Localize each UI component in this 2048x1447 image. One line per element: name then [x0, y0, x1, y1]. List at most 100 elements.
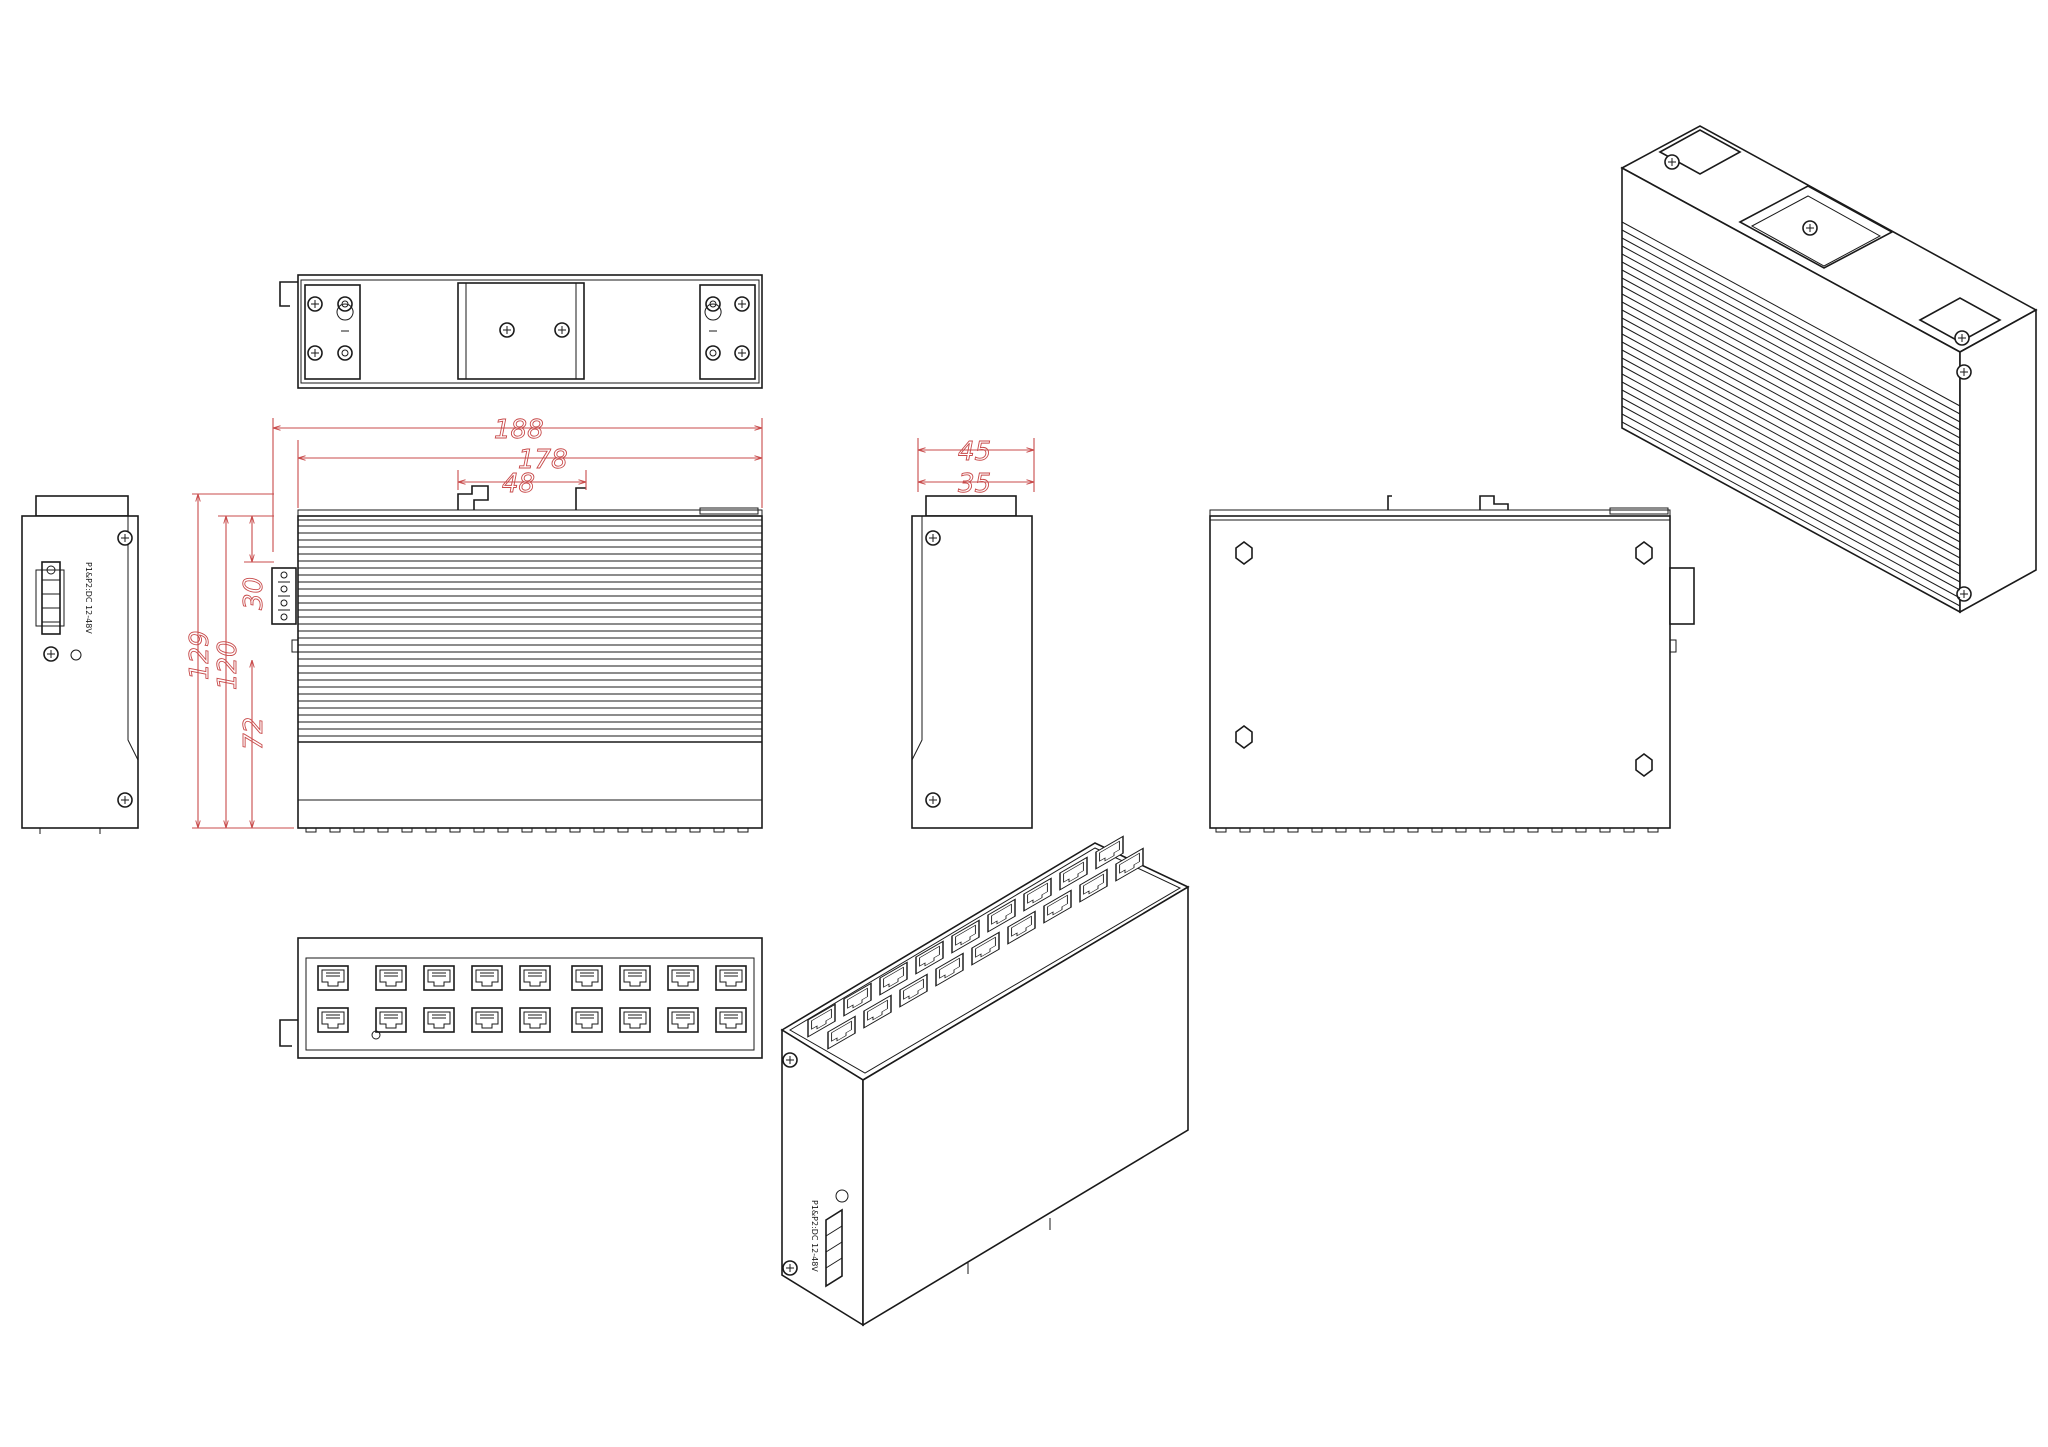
heatsink-fins [298, 525, 762, 737]
fin-line [1621, 413, 1961, 599]
fin-line [1621, 229, 1961, 415]
back-view [1209, 495, 1695, 833]
dim-height-mount: 72 [239, 717, 269, 750]
dim-height-terminal: 30 [239, 577, 269, 610]
port-bump [665, 827, 677, 833]
screw-icon [782, 1260, 798, 1276]
port-bump [1431, 827, 1443, 833]
rj45-port-icon [807, 1003, 836, 1038]
rj45-port-icon [619, 965, 651, 991]
rj45-port-icon [915, 940, 944, 975]
port-bump [1287, 827, 1299, 833]
fin-line [1621, 301, 1961, 487]
port-bump [1479, 827, 1491, 833]
rj45-port-icon [1023, 877, 1052, 912]
port-bump [593, 827, 605, 833]
port-bump [353, 827, 365, 833]
heatsink-fins [1621, 221, 1961, 607]
port-bump [1311, 827, 1323, 833]
rj45-port-icon [827, 1015, 856, 1050]
fin-line [1621, 341, 1961, 527]
power-label-iso: P1&P2:DC 12-48V [810, 1200, 819, 1272]
port-bump [713, 827, 725, 833]
rj45-port-icon [1007, 910, 1036, 945]
screw-icon [117, 530, 133, 546]
rj45-port-icon [667, 965, 699, 991]
rj45-port-icon [317, 1007, 349, 1033]
fin-line [1621, 397, 1961, 583]
dim-depth-total: 45 [958, 437, 991, 467]
dim-height-total: 129 [185, 630, 215, 680]
port-bump [617, 827, 629, 833]
screw-icon [1954, 330, 1970, 346]
port-bumps [1215, 827, 1659, 833]
dim-width-total: 188 [494, 415, 544, 445]
rj45-port-icon [1043, 889, 1072, 924]
fin-line [1621, 277, 1961, 463]
fin-line [1621, 373, 1961, 559]
bottom-view-ports [279, 937, 763, 1059]
rj45-port-icon [423, 965, 455, 991]
fin-line [1621, 269, 1961, 455]
fin-line [1621, 245, 1961, 431]
rj45-port-icon [667, 1007, 699, 1033]
port-bump [401, 827, 413, 833]
rj45-port-icon [571, 965, 603, 991]
rj45-port-icon [519, 1007, 551, 1033]
dim-width-body: 178 [518, 445, 568, 475]
screw-icon [782, 1052, 798, 1068]
fin-line [1621, 253, 1961, 439]
rj45-port-icon [1115, 847, 1144, 882]
rj45-port-icon [879, 961, 908, 996]
fin-line [1621, 333, 1961, 519]
port-bump [329, 827, 341, 833]
screw-icon [307, 345, 323, 361]
port-bump [1623, 827, 1635, 833]
port-bump [1407, 827, 1419, 833]
port-bump [1647, 827, 1659, 833]
rj45-port-icon [935, 952, 964, 987]
rj45-port-icon [715, 1007, 747, 1033]
rj45-port-icon [317, 965, 349, 991]
port-bump [569, 827, 581, 833]
port-bump [377, 827, 389, 833]
port-bump [1359, 827, 1371, 833]
screw-icon [1956, 364, 1972, 380]
rj45-port-grid [807, 835, 1144, 1050]
port-bumps [305, 827, 749, 833]
dim-height-body: 120 [213, 640, 243, 690]
screw-icon [1802, 220, 1818, 236]
port-bump [1239, 827, 1251, 833]
dim-width-rail: 48 [502, 469, 535, 499]
fin-line [1621, 261, 1961, 447]
fin-line [1621, 309, 1961, 495]
fin-line [1621, 405, 1961, 591]
rj45-port-icon [375, 1007, 407, 1033]
rj45-port-icon [1095, 835, 1124, 870]
port-bump [1527, 827, 1539, 833]
port-bump [497, 827, 509, 833]
port-bump [737, 827, 749, 833]
fin-line [1621, 293, 1961, 479]
fin-line [1621, 357, 1961, 543]
screw-icon [734, 345, 750, 361]
fin-line [1621, 349, 1961, 535]
dimension-lines: 188 178 48 45 35 129 120 30 72 [185, 415, 1035, 829]
fin-line [1621, 237, 1961, 423]
port-bump [1383, 827, 1395, 833]
port-bump [521, 827, 533, 833]
rj45-port-icon [423, 1007, 455, 1033]
front-view [271, 485, 763, 833]
port-bump [1455, 827, 1467, 833]
port-bump [449, 827, 461, 833]
port-bump [473, 827, 485, 833]
screw-icon [925, 792, 941, 808]
rj45-port-icon [619, 1007, 651, 1033]
port-bump [1335, 827, 1347, 833]
port-bump [1263, 827, 1275, 833]
rj45-port-icon [951, 919, 980, 954]
rj45-port-icon [971, 931, 1000, 966]
led-indicator [371, 1030, 381, 1040]
port-bump [689, 827, 701, 833]
port-bump [1503, 827, 1515, 833]
